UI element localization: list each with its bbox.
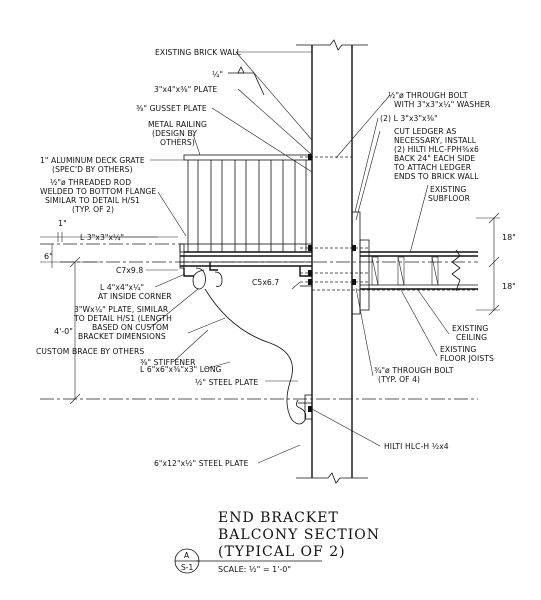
label-ceiling-1: EXISTING	[452, 324, 488, 333]
dim-eighteen-top: 18"	[502, 233, 516, 242]
label-angle-6x6: L 6"x6"x⅜"x3" LONG	[140, 365, 222, 374]
label-through-bolt-1: ½"ø THROUGH BOLT	[388, 91, 468, 100]
title-line-2: BALCONY SECTION	[218, 527, 380, 543]
label-deck-grate-2: (SPEC'D BY OTHERS)	[52, 165, 133, 174]
label-cut-ledger-6: ENDS TO BRICK WALL	[394, 172, 479, 181]
label-threaded-rod-3: SIMILAR TO DETAIL H/S1	[45, 196, 140, 205]
label-existing-brick-wall: EXISTING BRICK WALL	[155, 48, 242, 57]
label-through-bolt-34-1: ¾"ø THROUGH BOLT	[374, 366, 454, 375]
label-angle-4x4-1: L 4"x4"x¼"	[100, 283, 144, 292]
label-weld-size: ¼"	[212, 70, 223, 79]
label-two-angle: (2) L 3"x3"x⅜"	[380, 114, 438, 123]
label-joists-2: FLOOR JOISTS	[440, 354, 494, 363]
dim-six-inch: 6"	[44, 252, 53, 261]
label-custom-brace: CUSTOM BRACE BY OTHERS	[36, 347, 144, 356]
detail-sheet: S-1	[181, 563, 193, 572]
label-c5: C5x6.7	[252, 278, 279, 287]
detail-letter: A	[184, 551, 190, 560]
label-cut-ledger-5: TO ATTACH LEDGER	[393, 163, 472, 172]
label-ceiling-2: CEILING	[456, 333, 487, 342]
label-steel-plate-6x12: 6"x12"x½" STEEL PLATE	[154, 459, 249, 468]
label-threaded-rod-2: WELDED TO BOTTOM FLANGE	[40, 187, 156, 196]
title-block: END BRACKET BALCONY SECTION (TYPICAL OF …	[174, 510, 380, 574]
dim-eighteen-bottom: 18"	[502, 282, 516, 291]
label-deck-grate-1: 1" ALUMINUM DECK GRATE	[40, 156, 145, 165]
label-metal-railing-3: OTHERS)	[160, 138, 195, 147]
label-cut-ledger-4: BACK 24" EACH SIDE	[394, 154, 475, 163]
label-stiffener: ⅜" STIFFENER	[140, 358, 196, 367]
label-threaded-rod-1: ½"ø THREADED ROD	[50, 178, 131, 187]
weld-symbol	[228, 66, 265, 96]
floor-assembly	[351, 211, 478, 315]
label-gusset-plate: ⅜" GUSSET PLATE	[136, 104, 207, 113]
label-half-steel-plate: ½" STEEL PLATE	[195, 378, 258, 387]
label-angle-3x3: L 3"x3"x¼"	[80, 233, 124, 242]
annotations: EXISTING BRICK WALL ¼" 3"x4"x⅜" PLATE ⅜"…	[36, 48, 494, 468]
label-plate-3x4: 3"x4"x⅜" PLATE	[154, 85, 217, 94]
label-subfloor-2: SUBFLOOR	[428, 194, 471, 203]
label-wx-plate-2: TO DETAIL H/S1 (LENGTH	[73, 314, 172, 323]
label-through-bolt-2: WITH 3"x3"x¼" WASHER	[394, 100, 491, 109]
dimension-text: 1" 6" 4'-0" 18" 18"	[44, 219, 516, 336]
title-line-3: (TYPICAL OF 2)	[218, 544, 346, 560]
label-through-bolt-34-2: (TYP. OF 4)	[378, 375, 420, 384]
label-cut-ledger-2: NECESSARY, INSTALL	[394, 136, 477, 145]
label-wx-plate-4: BRACKET DIMENSIONS	[78, 332, 166, 341]
label-hilti-hlc: HILTI HLC-H ½x4	[384, 442, 449, 451]
dim-one-inch: 1"	[58, 219, 67, 228]
label-angle-4x4-2: AT INSIDE CORNER	[98, 292, 172, 301]
label-threaded-rod-4: (TYP. OF 2)	[72, 205, 114, 214]
brick-wall	[296, 39, 368, 484]
label-joists-1: EXISTING	[440, 345, 476, 354]
label-metal-railing-1: METAL RAILING	[148, 120, 207, 129]
label-metal-railing-2: (DESIGN BY	[152, 129, 197, 138]
drawing-scale: SCALE: ½" = 1'-0"	[218, 565, 291, 574]
label-wx-plate-3: BASED ON CUSTOM	[92, 323, 169, 332]
label-subfloor-1: EXISTING	[430, 185, 466, 194]
label-cut-ledger-3: (2) HILTI HLC-FPH⅜x6	[394, 145, 479, 154]
title-line-1: END BRACKET	[218, 510, 339, 526]
label-cut-ledger-1: CUT LEDGER AS	[394, 127, 457, 136]
balcony-bracket	[179, 154, 313, 425]
label-c7: C7x9.8	[116, 266, 143, 275]
label-wx-plate-1: 3"Wx¼" PLATE, SIMILAR	[74, 305, 169, 314]
dim-four-foot: 4'-0"	[54, 327, 73, 336]
leader-lines	[112, 51, 450, 464]
